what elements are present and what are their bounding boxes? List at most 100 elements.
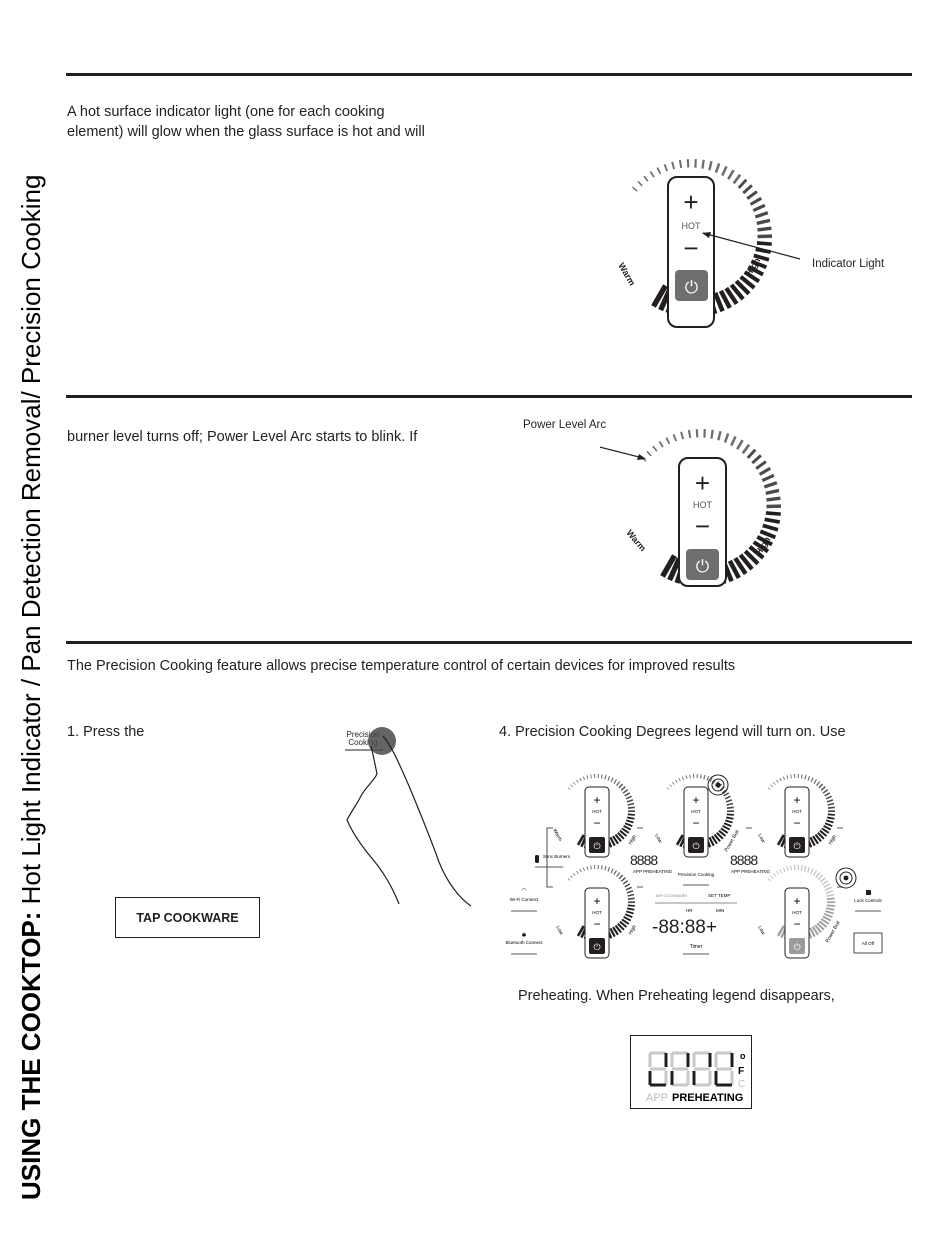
- arc-tick: [824, 792, 831, 797]
- section-rule-1: [66, 73, 912, 76]
- arc-tick: [573, 782, 576, 785]
- timer-label[interactable]: Timer: [690, 944, 703, 950]
- arc-tick: [776, 834, 785, 846]
- arc-tick: [819, 829, 828, 837]
- arc-tick: [576, 925, 585, 937]
- minus-button[interactable]: −: [683, 233, 698, 263]
- display-closeup-digits: [648, 1051, 734, 1087]
- hot-indicator-label: HOT: [592, 809, 602, 814]
- arc-tick: [822, 915, 832, 922]
- arc-tick: [621, 827, 630, 834]
- arc-tick: [626, 819, 634, 824]
- power-button[interactable]: [789, 938, 805, 954]
- arc-tick: [814, 924, 822, 934]
- fingertip-press: [368, 727, 396, 755]
- minus-button[interactable]: −: [793, 917, 800, 931]
- section-rule-2: [66, 395, 912, 398]
- plus-button[interactable]: +: [793, 793, 800, 807]
- arc-tick: [579, 868, 582, 873]
- preheating-note: Preheating. When Preheating legend disap…: [518, 988, 835, 1004]
- power-button[interactable]: [688, 837, 704, 853]
- arc-tick: [637, 180, 643, 187]
- power-button[interactable]: [675, 270, 708, 301]
- precision-cooking-label[interactable]: Precision Cooking: [678, 872, 715, 877]
- arc-tick: [759, 529, 777, 540]
- minus-button[interactable]: −: [593, 917, 600, 931]
- arc-tick: [827, 806, 835, 809]
- arc-tick: [733, 556, 748, 576]
- minus-button[interactable]: −: [793, 816, 800, 830]
- arc-tick: [627, 816, 635, 820]
- sync-burners-label[interactable]: Sync Burners: [543, 854, 571, 859]
- finger-outline: [346, 735, 472, 907]
- pan-detection-text: burner level turns off; Power Level Arc …: [67, 429, 418, 445]
- arc-tick: [826, 799, 834, 803]
- arc-tick: [706, 775, 710, 781]
- knob-top-middle: + HOT − ⏻ Low Power Boil: [653, 774, 741, 858]
- step-1-text: 1. Press the: [67, 724, 145, 740]
- arc-tick: [624, 792, 631, 797]
- arc-tick: [823, 883, 831, 889]
- arc-tick: [776, 925, 785, 937]
- arc-tick: [695, 429, 699, 438]
- precision-pan-icon-inner: [711, 778, 725, 792]
- arc-tick: [724, 286, 739, 306]
- minus-button[interactable]: −: [692, 816, 699, 830]
- arc-tick: [779, 868, 783, 874]
- arc-tick: [652, 445, 658, 452]
- arc-tick: [746, 448, 757, 459]
- arc-tick: [736, 439, 744, 450]
- arc-tick: [718, 289, 732, 309]
- arc-tick: [625, 886, 632, 891]
- arc-tick: [632, 186, 638, 192]
- wifi-icon: ◠: [521, 888, 526, 894]
- arc-tick: [741, 443, 751, 455]
- wifi-connect-label[interactable]: Wi-Fi Connect: [510, 897, 539, 902]
- arc-tick: [807, 775, 811, 781]
- arc-tick: [570, 784, 573, 788]
- arc-tick: [824, 822, 833, 827]
- all-off-button[interactable]: [853, 932, 883, 954]
- arc-tick: [717, 430, 722, 441]
- plus-button[interactable]: +: [695, 468, 710, 498]
- warm-label: Warm: [616, 261, 637, 287]
- arc-tick: [625, 795, 632, 800]
- minus-button[interactable]: −: [593, 816, 600, 830]
- indicator-callout-line: [702, 232, 801, 260]
- power-button[interactable]: [686, 549, 719, 580]
- arc-tick: [672, 782, 675, 785]
- arc-tick: [626, 799, 634, 803]
- plus-button[interactable]: +: [593, 793, 600, 807]
- cooktop-control-panel: + HOT − ⏻ Warm High + HOT − ⏻ Low Power …: [505, 774, 883, 959]
- arc-tick: [819, 877, 826, 883]
- arc-tick: [814, 833, 822, 843]
- arc-tick: [813, 779, 818, 785]
- arc-tick: [821, 880, 829, 886]
- arc-tick: [782, 867, 786, 873]
- lock-controls-label[interactable]: Lock Controls: [854, 898, 882, 903]
- arc-tick: [663, 163, 669, 172]
- arc-tick: [816, 781, 821, 787]
- arc-tick: [729, 283, 745, 301]
- arc-tick: [714, 163, 721, 174]
- arc-tick: [725, 819, 733, 824]
- precision-button-line1: Precision: [347, 730, 380, 739]
- high-label: High: [828, 834, 838, 846]
- arc-tick: [726, 816, 734, 820]
- arc-tick: [586, 775, 589, 779]
- arc-tick: [809, 836, 816, 847]
- power-icon: ⏻: [593, 942, 600, 952]
- plus-button[interactable]: +: [793, 894, 800, 908]
- power-button[interactable]: [789, 837, 805, 853]
- plus-button[interactable]: +: [692, 793, 699, 807]
- plus-button[interactable]: +: [683, 187, 698, 217]
- power-button[interactable]: [589, 938, 605, 954]
- arc-tick: [579, 777, 582, 782]
- arc-tick: [754, 211, 769, 219]
- power-icon: ⏻: [696, 557, 710, 576]
- power-button[interactable]: [589, 837, 605, 853]
- bluetooth-connect-label[interactable]: Bluetooth Connect: [505, 940, 543, 945]
- plus-button[interactable]: +: [593, 894, 600, 908]
- arc-tick: [607, 866, 611, 872]
- minus-button[interactable]: −: [695, 511, 710, 541]
